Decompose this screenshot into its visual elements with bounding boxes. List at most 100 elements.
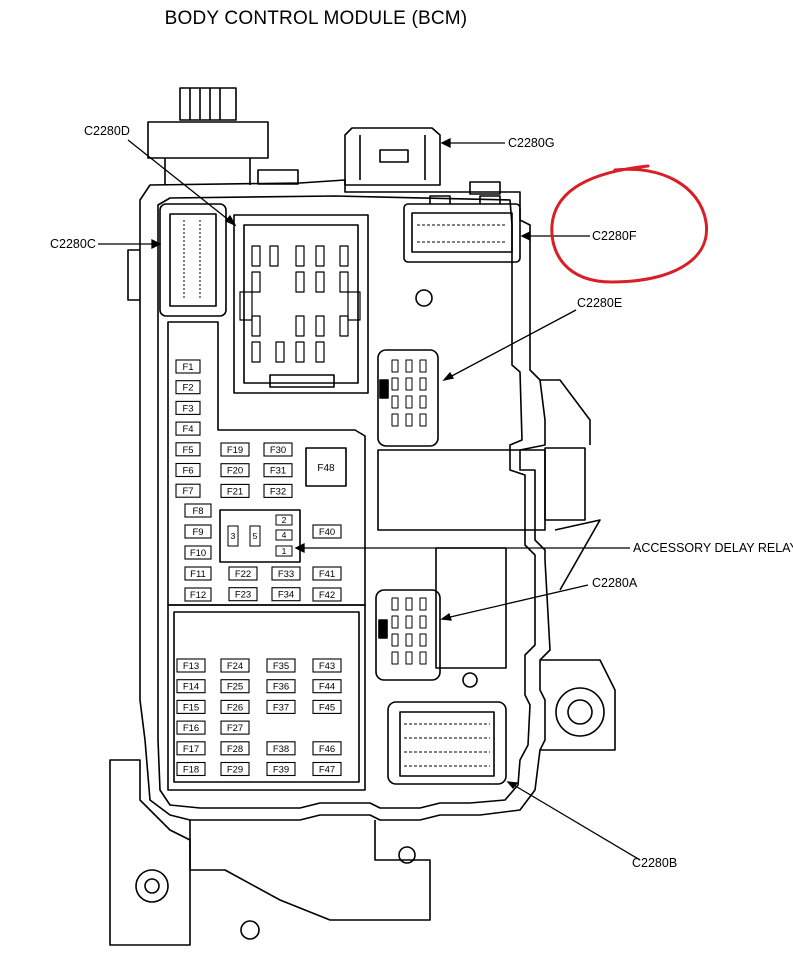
connector-c2280g [344, 127, 441, 186]
svg-text:F2: F2 [182, 383, 193, 394]
fuse-f2: F2 [175, 380, 201, 395]
fuse-blocks: F1F2F3F4F5F6F7F8F9F10F11F12F13F14F15F16F… [175, 359, 342, 777]
svg-text:F20: F20 [227, 466, 243, 477]
svg-text:F36: F36 [273, 682, 289, 693]
fuse-f5: F5 [175, 442, 201, 457]
svg-text:F30: F30 [270, 445, 286, 456]
fuse-f7: F7 [175, 483, 201, 498]
label-c2280e: C2280E [577, 296, 623, 310]
svg-text:F16: F16 [183, 723, 199, 734]
svg-text:F4: F4 [182, 424, 193, 435]
svg-text:F13: F13 [183, 661, 199, 672]
fuse-f26: F26 [220, 699, 250, 714]
svg-text:F23: F23 [235, 590, 251, 601]
relay-pin-2: 2 [275, 514, 293, 526]
fuse-f24: F24 [220, 658, 250, 673]
connector-c2280e [377, 349, 439, 447]
fuse-f1: F1 [175, 359, 201, 374]
svg-text:F35: F35 [273, 661, 289, 672]
fuse-f16: F16 [176, 720, 206, 735]
svg-text:F43: F43 [319, 661, 335, 672]
label-c2280a: C2280A [592, 576, 638, 590]
svg-text:F9: F9 [192, 527, 203, 538]
fuse-f35: F35 [266, 658, 296, 673]
diagram-title: BODY CONTROL MODULE (BCM) [164, 8, 468, 29]
svg-text:F1: F1 [182, 362, 193, 373]
label-relay: ACCESSORY DELAY RELAY [633, 541, 793, 555]
fuse-f37: F37 [266, 699, 296, 714]
fuse-f48: F48 [317, 463, 335, 474]
relay-pin-4: 4 [275, 529, 293, 541]
fuse-f40: F40 [312, 524, 342, 539]
relay-pin-5: 5 [249, 525, 261, 547]
fuse-f4: F4 [175, 421, 201, 436]
fuse-f13: F13 [176, 658, 206, 673]
fuse-f15: F15 [176, 699, 206, 714]
connector-c2280b [387, 701, 507, 785]
fuse-f18: F18 [176, 761, 206, 777]
svg-text:5: 5 [253, 531, 258, 541]
label-c2280f: C2280F [592, 229, 637, 243]
fuse-f8: F8 [184, 503, 212, 518]
fuse-f33: F33 [271, 566, 301, 581]
svg-text:F28: F28 [227, 744, 243, 755]
svg-text:3: 3 [231, 531, 236, 541]
svg-text:F40: F40 [319, 527, 335, 538]
relay-pin-3: 3 [227, 525, 239, 547]
fuse-f47: F47 [312, 761, 342, 777]
fuse-f19: F19 [220, 442, 250, 457]
svg-text:F29: F29 [227, 765, 243, 776]
label-c2280c: C2280C [50, 237, 96, 251]
svg-text:F47: F47 [319, 765, 335, 776]
fuse-f25: F25 [220, 679, 250, 694]
svg-text:F42: F42 [319, 590, 335, 601]
fuse-f32: F32 [263, 483, 293, 498]
svg-text:F24: F24 [227, 661, 243, 672]
svg-text:F39: F39 [273, 765, 289, 776]
fuse-f30: F30 [263, 442, 293, 457]
svg-text:F21: F21 [227, 486, 243, 497]
housing-outline [139, 179, 551, 821]
fuse-f38: F38 [266, 741, 296, 756]
svg-text:F7: F7 [182, 486, 193, 497]
fuse-f36: F36 [266, 679, 296, 694]
fuse-f31: F31 [263, 463, 293, 478]
fuse-f43: F43 [312, 658, 342, 673]
fuse-f23: F23 [228, 587, 258, 602]
fuse-f22: F22 [228, 566, 258, 581]
svg-text:F33: F33 [278, 569, 294, 580]
fuse-f9: F9 [184, 524, 212, 539]
fuse-f17: F17 [176, 741, 206, 756]
svg-text:F26: F26 [227, 702, 243, 713]
svg-text:F25: F25 [227, 682, 243, 693]
svg-text:F5: F5 [182, 445, 193, 456]
svg-text:F45: F45 [319, 702, 335, 713]
label-c2280g: C2280G [508, 136, 555, 150]
svg-text:4: 4 [282, 530, 287, 540]
relay-pin-1: 1 [275, 545, 293, 557]
svg-text:F41: F41 [319, 569, 335, 580]
fuse-f34: F34 [271, 587, 301, 602]
leader-lines [98, 137, 641, 861]
fuse-f28: F28 [220, 741, 250, 756]
svg-text:F14: F14 [183, 682, 199, 693]
fuse-f46: F46 [312, 741, 342, 756]
fuse-f6: F6 [175, 462, 201, 478]
svg-text:F17: F17 [183, 744, 199, 755]
svg-text:F3: F3 [182, 403, 193, 414]
svg-text:F32: F32 [270, 486, 286, 497]
connector-c2280a [375, 589, 441, 681]
svg-text:F6: F6 [182, 466, 193, 477]
fuse-f39: F39 [266, 761, 296, 777]
label-c2280d: C2280D [84, 124, 130, 138]
connector-c2280d [233, 214, 369, 394]
label-c2280b: C2280B [632, 856, 678, 870]
housing-inner-outline [157, 195, 536, 809]
connector-c2280c [159, 203, 227, 317]
svg-text:F44: F44 [319, 682, 335, 693]
fuse-f42: F42 [312, 587, 342, 602]
svg-text:F18: F18 [183, 765, 199, 776]
connector-c2280f [403, 203, 521, 263]
svg-text:F8: F8 [192, 506, 203, 517]
fuse-f27: F27 [220, 720, 250, 735]
